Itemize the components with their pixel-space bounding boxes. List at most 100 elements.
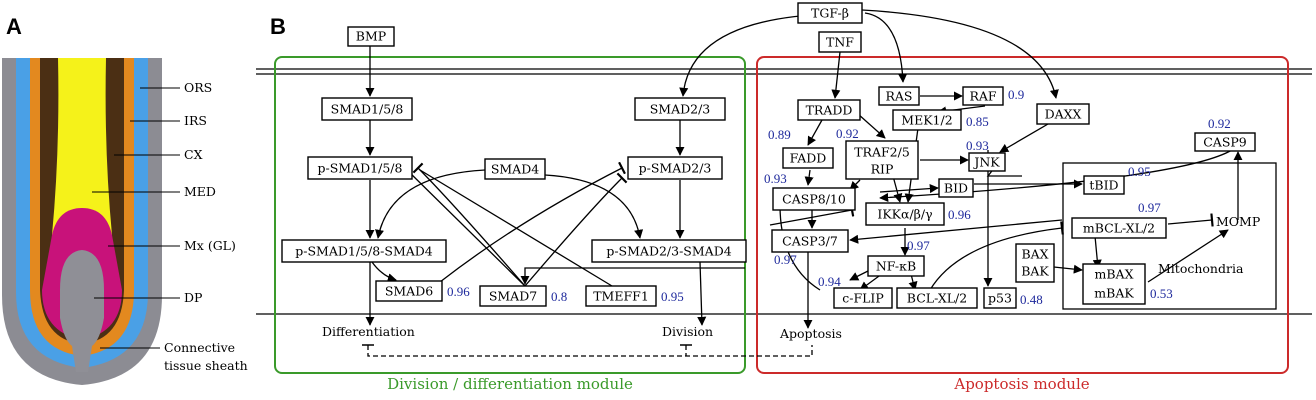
prob-casp37: 0.97	[774, 252, 797, 267]
svg-text:TRAF2/5: TRAF2/5	[854, 145, 910, 160]
prob-casp810: 0.93	[764, 171, 787, 186]
svg-text:p-SMAD2/3: p-SMAD2/3	[639, 161, 712, 176]
node-bid: BID	[938, 178, 974, 198]
label-ors: ORS	[184, 80, 212, 95]
follicle-labels: ORS IRS CX MED Mx (GL) DP Connective tis…	[164, 80, 248, 373]
svg-text:p-SMAD1/5/8-SMAD4: p-SMAD1/5/8-SMAD4	[295, 244, 433, 259]
node-nfkb: NF-κB	[867, 255, 925, 277]
prob-raf: 0.9	[1008, 87, 1024, 102]
svg-text:p-SMAD2/3-SMAD4: p-SMAD2/3-SMAD4	[606, 244, 731, 259]
node-smad158: SMAD1/5/8	[321, 97, 413, 121]
prob-p53: 0.48	[1020, 292, 1043, 307]
node-smad23: SMAD2/3	[634, 97, 726, 121]
label-med: MED	[184, 184, 216, 199]
label-connective: Connective	[164, 340, 235, 355]
svg-text:SMAD1/5/8: SMAD1/5/8	[331, 102, 404, 117]
svg-text:MEK1/2: MEK1/2	[901, 113, 952, 128]
node-tgfb: TGF-β	[797, 2, 863, 24]
node-tnf: TNF	[818, 31, 862, 53]
prob-jnk: 0.93	[966, 138, 989, 153]
node-daxx: DAXX	[1036, 103, 1090, 125]
node-smad7: SMAD7	[479, 285, 547, 307]
prob-nfkb: 0.97	[907, 238, 930, 253]
node-casp810: CASP8/10	[772, 187, 856, 211]
prob-smad7: 0.8	[551, 289, 567, 304]
panel-a-letter: A	[6, 14, 22, 39]
node-traf-rip: TRAF2/5 RIP	[845, 140, 919, 180]
node-cflip: c-FLIP	[833, 287, 893, 309]
prob-tbid: 0.95	[1128, 164, 1151, 179]
svg-text:BID: BID	[944, 181, 968, 196]
svg-text:TRADD: TRADD	[806, 103, 853, 118]
svg-text:mBAK: mBAK	[1094, 286, 1134, 301]
svg-text:SMAD7: SMAD7	[489, 289, 537, 304]
node-psmad158: p-SMAD1/5/8	[307, 156, 413, 180]
svg-text:RAF: RAF	[969, 89, 996, 104]
label-irs: IRS	[184, 113, 207, 128]
mitochondria-box	[1062, 162, 1277, 310]
node-momp: MOMP	[1216, 214, 1260, 229]
svg-text:mBAX: mBAX	[1095, 267, 1134, 282]
node-tbid: tBID	[1083, 175, 1125, 195]
node-fadd: FADD	[782, 147, 834, 169]
svg-text:CASP3/7: CASP3/7	[782, 234, 838, 249]
prob-fadd: 0.89	[768, 127, 791, 142]
svg-text:RAS: RAS	[885, 89, 912, 104]
svg-text:JNK: JNK	[972, 155, 1000, 170]
hair-follicle-illustration	[2, 58, 162, 385]
svg-text:TGF-β: TGF-β	[811, 6, 849, 21]
svg-text:RIP: RIP	[871, 162, 894, 177]
mitochondria-label: Mitochondria	[1158, 261, 1244, 276]
svg-text:BCL-XL/2: BCL-XL/2	[907, 291, 967, 306]
svg-text:SMAD2/3: SMAD2/3	[650, 102, 711, 117]
node-tradd: TRADD	[797, 99, 861, 121]
node-jnk: JNK	[968, 152, 1006, 172]
node-mek: MEK1/2	[892, 109, 962, 131]
svg-text:SMAD4: SMAD4	[491, 162, 539, 177]
node-casp9: CASP9	[1194, 132, 1256, 152]
node-ikk: IKKα/β/γ	[865, 202, 945, 226]
division-module-box	[274, 56, 746, 374]
probability-labels: 0.96 0.8 0.95 0.9 0.85 0.89 0.92 0.93 0.…	[447, 87, 1231, 307]
node-p53: p53	[983, 287, 1017, 309]
svg-text:mBCL-XL/2: mBCL-XL/2	[1083, 221, 1155, 236]
svg-text:p53: p53	[988, 291, 1012, 306]
node-casp37: CASP3/7	[771, 229, 849, 253]
node-tmeff1: TMEFF1	[585, 285, 657, 307]
svg-text:tBID: tBID	[1089, 178, 1118, 193]
panel-b-letter: B	[270, 14, 286, 39]
prob-mek: 0.85	[966, 114, 989, 129]
apoptosis-module-box	[756, 56, 1289, 374]
node-smad4: SMAD4	[484, 158, 546, 180]
node-smad6: SMAD6	[375, 280, 443, 302]
svg-text:TMEFF1: TMEFF1	[593, 289, 649, 304]
node-psmad23: p-SMAD2/3	[627, 156, 723, 180]
apoptosis-module-label: Apoptosis module	[953, 375, 1089, 393]
follicle-label-lines	[92, 87, 180, 349]
prob-mbak: 0.53	[1150, 286, 1173, 301]
label-dp: DP	[184, 290, 202, 305]
division-module-label: Division / differentiation module	[387, 375, 633, 393]
node-psmad158-smad4: p-SMAD1/5/8-SMAD4	[281, 239, 447, 263]
svg-text:NF-κB: NF-κB	[876, 259, 916, 274]
node-bax-bak: BAX BAK	[1015, 243, 1055, 283]
svg-text:TNF: TNF	[826, 35, 854, 50]
svg-text:BAX: BAX	[1021, 247, 1048, 262]
svg-text:c-FLIP: c-FLIP	[842, 291, 884, 306]
label-tissue-sheath: tissue sheath	[164, 358, 248, 373]
node-bmp: BMP	[347, 26, 395, 47]
prob-casp9: 0.92	[1208, 116, 1231, 131]
svg-text:BMP: BMP	[356, 29, 386, 44]
output-apoptosis: Apoptosis	[779, 326, 842, 341]
svg-text:IKKα/β/γ: IKKα/β/γ	[877, 207, 932, 222]
prob-tmeff1: 0.95	[661, 289, 684, 304]
svg-text:SMAD6: SMAD6	[385, 284, 433, 299]
svg-text:BAK: BAK	[1021, 264, 1049, 279]
node-raf: RAF	[962, 86, 1004, 106]
svg-text:MOMP: MOMP	[1216, 214, 1260, 229]
output-division: Division	[662, 324, 713, 339]
prob-mbcl: 0.97	[1138, 200, 1161, 215]
prob-cflip: 0.94	[818, 274, 841, 289]
node-bclxl: BCL-XL/2	[896, 287, 978, 309]
label-mx: Mx (GL)	[184, 238, 236, 253]
